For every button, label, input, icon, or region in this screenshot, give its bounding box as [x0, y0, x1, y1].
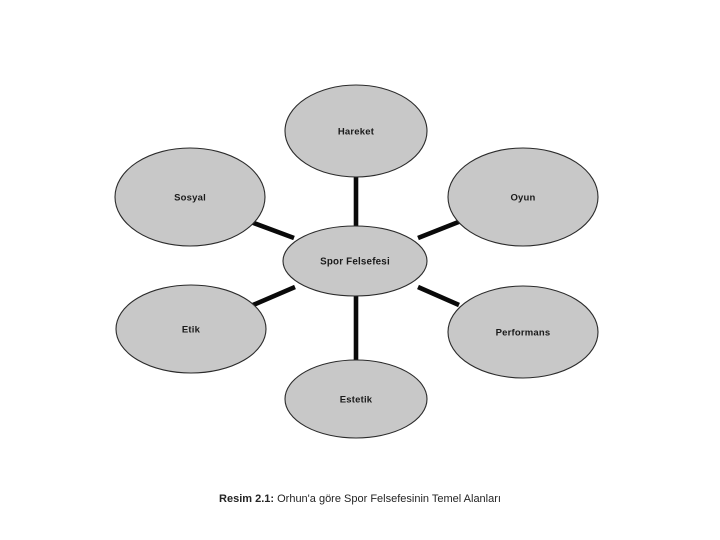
node-performans-label: Performans [496, 328, 551, 339]
figure-caption: Resim 2.1: Orhun'a göre Spor Felsefesini… [0, 493, 720, 505]
node-hareket[interactable]: Hareket [284, 84, 428, 178]
node-estetik-label: Estetik [340, 395, 373, 406]
connector-center-to-sosyal [250, 219, 295, 241]
node-center-spor-felsefesi[interactable]: Spor Felsefesi [282, 225, 428, 297]
node-estetik[interactable]: Estetik [284, 359, 428, 439]
node-estetik-shape [284, 359, 428, 439]
connector-center-to-oyun [417, 218, 462, 241]
figure-caption-text: Orhun'a göre Spor Felsefesinin Temel Ala… [274, 493, 501, 505]
connector-group [250, 177, 462, 360]
node-etik[interactable]: Etik [115, 284, 267, 374]
node-oyun[interactable]: Oyun [447, 147, 599, 247]
node-performans[interactable]: Performans [447, 285, 599, 379]
connector-center-to-performans [417, 284, 460, 308]
node-center-label: Spor Felsefesi [320, 257, 390, 268]
node-oyun-label: Oyun [510, 193, 535, 204]
node-etik-shape [115, 284, 267, 374]
node-hareket-shape [284, 84, 428, 178]
node-sosyal-shape [114, 147, 266, 247]
node-center-shape [282, 225, 428, 297]
node-hareket-label: Hareket [338, 127, 375, 138]
figure-caption-label: Resim 2.1: [219, 493, 275, 505]
node-sosyal[interactable]: Sosyal [114, 147, 266, 247]
node-performans-shape [447, 285, 599, 379]
node-etik-label: Etik [182, 325, 201, 336]
connector-center-to-etik [252, 284, 296, 308]
node-sosyal-label: Sosyal [174, 193, 206, 204]
node-oyun-shape [447, 147, 599, 247]
